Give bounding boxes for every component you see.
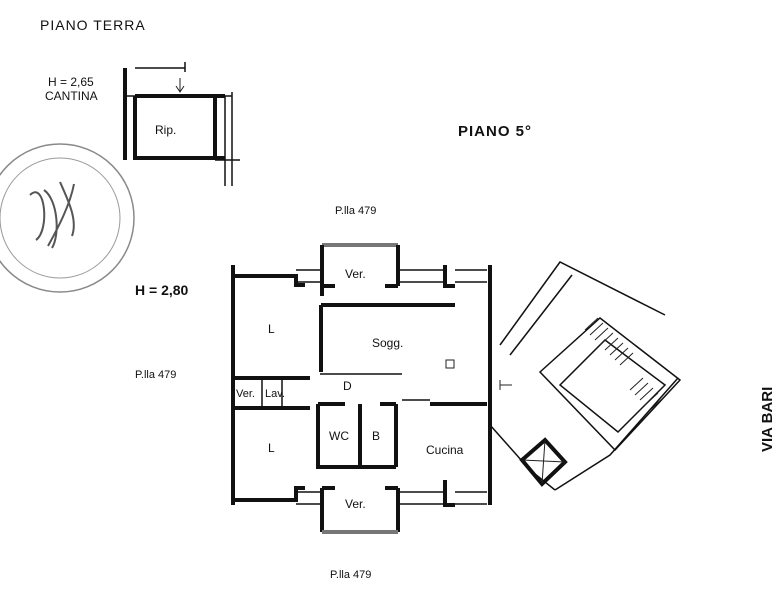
room-l-bottom: L xyxy=(268,441,275,455)
staircase xyxy=(489,261,682,491)
d-label-top: D xyxy=(343,379,352,393)
cucina-label: Cucina xyxy=(426,443,464,457)
lav-label: Lav. xyxy=(265,388,285,400)
street-label: VIA BARI xyxy=(759,387,776,452)
veranda-bottom-label: Ver. xyxy=(345,497,366,511)
piano-terra-title: PIANO TERRA xyxy=(40,17,146,33)
veranda-left-label: Ver. xyxy=(236,388,255,400)
soggiorno-label: Sogg. xyxy=(372,336,403,350)
piano-5-title: PIANO 5° xyxy=(458,123,532,140)
rip-label: Rip. xyxy=(155,123,176,137)
plot-label-left: P.lla 479 xyxy=(135,369,176,381)
cantina-height: H = 2,65 xyxy=(48,75,94,89)
notary-stamp xyxy=(0,143,135,293)
plot-label-bottom: P.lla 479 xyxy=(330,569,371,581)
cantina-plan xyxy=(123,62,240,186)
apartment-plan xyxy=(231,243,512,534)
plot-label-top: P.lla 479 xyxy=(335,205,376,217)
wc-label: WC xyxy=(329,429,349,443)
main-height: H = 2,80 xyxy=(135,282,189,298)
cantina-label: CANTINA xyxy=(45,89,98,103)
veranda-top-label: Ver. xyxy=(345,267,366,281)
room-l-top: L xyxy=(268,322,275,336)
b-label: B xyxy=(372,429,380,443)
